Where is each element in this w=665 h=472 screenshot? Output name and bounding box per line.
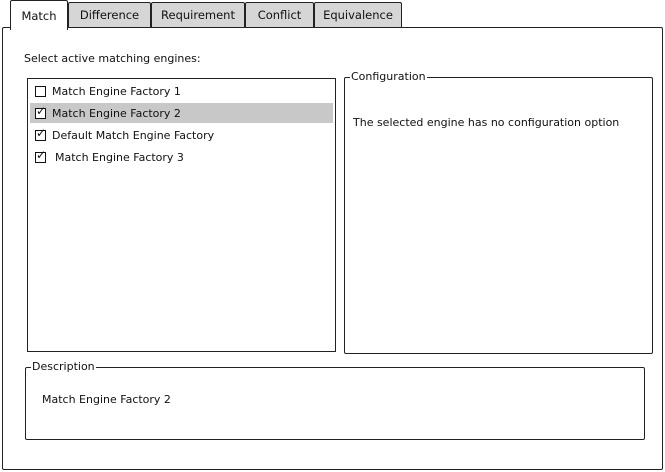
description-legend: Description xyxy=(31,360,96,373)
tab-equivalence[interactable]: Equivalence xyxy=(314,2,402,27)
engine-item-label: Match Engine Factory 1 xyxy=(52,84,181,98)
configuration-message: The selected engine has no configuration… xyxy=(353,116,620,129)
engine-item-factory-3[interactable]: ✓ Match Engine Factory 3 xyxy=(30,147,333,167)
configuration-legend: Configuration xyxy=(350,70,427,83)
engine-item-default[interactable]: ✓ Default Match Engine Factory xyxy=(30,125,333,145)
tab-match[interactable]: Match xyxy=(10,0,68,30)
engine-checkbox[interactable]: ✓ xyxy=(35,125,47,141)
engine-item-label: Match Engine Factory 2 xyxy=(52,106,181,120)
tab-conflict[interactable]: Conflict xyxy=(245,2,314,27)
select-engines-label: Select active matching engines: xyxy=(24,52,201,65)
tab-label: Equivalence xyxy=(323,8,393,22)
tab-label: Difference xyxy=(79,8,140,22)
check-icon: ✓ xyxy=(36,103,47,118)
engine-checkbox[interactable]: ✓ xyxy=(35,147,47,163)
engine-list[interactable]: Match Engine Factory 1 ✓ Match Engine Fa… xyxy=(27,78,336,352)
configuration-group: Configuration The selected engine has no… xyxy=(344,70,653,354)
tab-requirement[interactable]: Requirement xyxy=(151,2,245,27)
check-icon: ✓ xyxy=(36,125,47,140)
engine-item-factory-1[interactable]: Match Engine Factory 1 xyxy=(30,81,333,101)
tab-label: Match xyxy=(21,8,57,23)
description-text: Match Engine Factory 2 xyxy=(42,393,171,406)
tab-label: Requirement xyxy=(161,8,235,22)
check-icon: ✓ xyxy=(36,147,47,162)
tab-label: Conflict xyxy=(257,8,302,22)
tab-bar: Match Difference Requirement Conflict Eq… xyxy=(0,0,665,30)
engine-item-label: Match Engine Factory 3 xyxy=(55,150,184,164)
engine-checkbox[interactable] xyxy=(35,85,46,97)
engine-item-factory-2[interactable]: ✓ Match Engine Factory 2 xyxy=(30,103,333,123)
engine-checkbox[interactable]: ✓ xyxy=(35,103,47,119)
engine-item-label: Default Match Engine Factory xyxy=(52,128,215,142)
tab-difference[interactable]: Difference xyxy=(68,2,151,27)
description-group: Description Match Engine Factory 2 xyxy=(25,360,645,440)
